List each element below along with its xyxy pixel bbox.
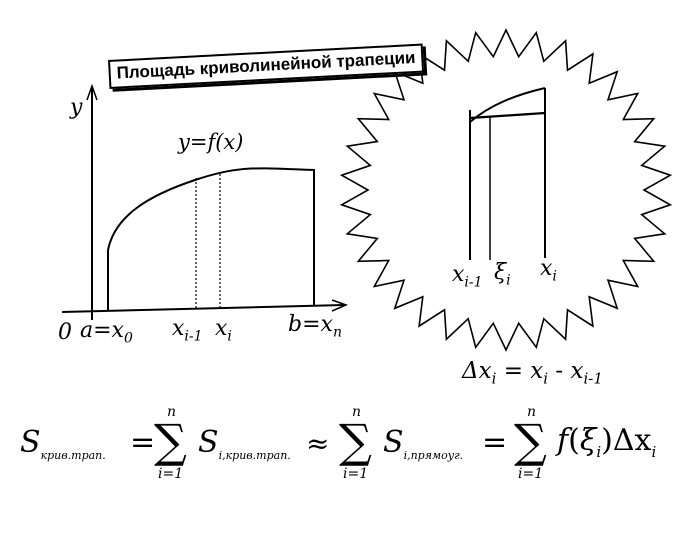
- y-axis-arrow: [86, 83, 98, 101]
- delta-formula: Δxi = xi - xi-1: [462, 358, 603, 388]
- function-curve: [107, 167, 316, 251]
- a-label: a=x0: [80, 318, 133, 347]
- sum1-sigma-icon: ∑: [154, 414, 187, 468]
- y-axis-label: y: [70, 95, 83, 120]
- x-axis-line: [61, 304, 345, 313]
- zoom-rect-top: [469, 111, 546, 120]
- formula-s-total: Sкрив.трап.: [20, 425, 106, 462]
- formula-eq-2: =: [482, 425, 508, 460]
- formula-approx: ≈: [306, 427, 330, 460]
- sum2-sigma-icon: ∑: [339, 414, 372, 468]
- formula-s-i-curvilinear: Si,крив.трап.: [198, 425, 291, 462]
- b-label: b=xn: [288, 312, 342, 341]
- sum2-lower: i=1: [343, 466, 369, 482]
- sum1-upper: n: [167, 404, 177, 420]
- zoom-xi-label: ξi: [494, 260, 511, 289]
- origin-label: 0: [58, 320, 72, 345]
- sum3-upper: n: [527, 404, 537, 420]
- formula-s-i-rect: Si,прямоуг.: [383, 425, 464, 462]
- zoom-x-prev-label: xi-1: [452, 262, 483, 291]
- zoom-x-i-label: xi: [540, 256, 557, 285]
- x-i-label: xi: [215, 316, 232, 345]
- x-prev-label: xi-1: [172, 316, 203, 345]
- x-axis-arrow: [331, 299, 349, 312]
- function-label: y=f(x): [178, 130, 244, 154]
- sum3-lower: i=1: [518, 466, 544, 482]
- formula-f-xi-dx: f(ξi)Δxi: [557, 423, 657, 461]
- sum1-lower: i=1: [158, 466, 184, 482]
- sum2-upper: n: [352, 404, 362, 420]
- sum3-sigma-icon: ∑: [514, 414, 547, 468]
- zoom-starburst: [339, 28, 673, 352]
- formula-eq-1: =: [130, 425, 156, 460]
